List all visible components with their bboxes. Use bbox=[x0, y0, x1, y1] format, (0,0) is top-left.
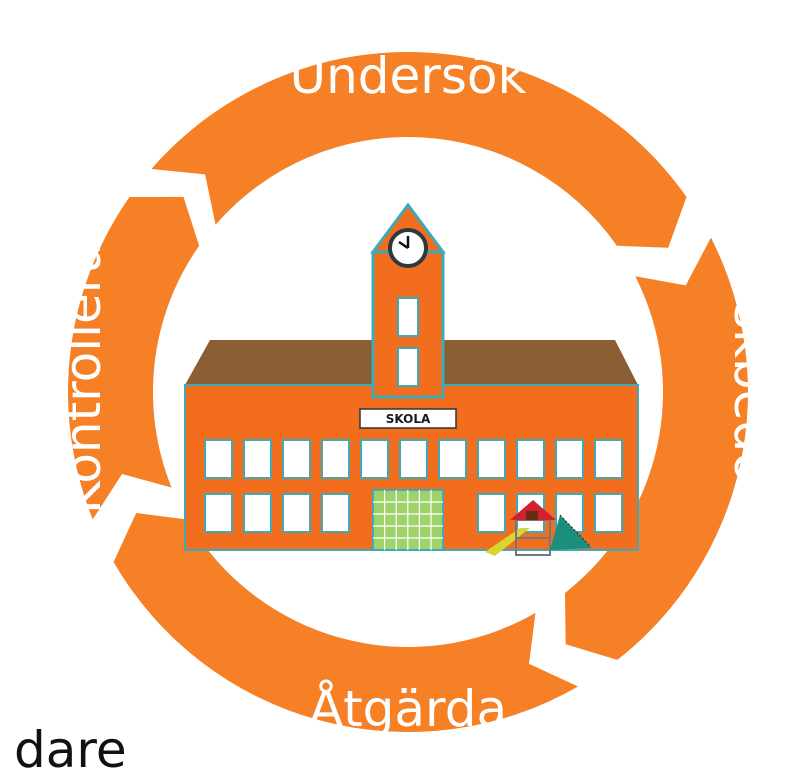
building-window bbox=[282, 439, 311, 479]
segment-kontrollera bbox=[68, 196, 200, 520]
overflow-text-fragment: dare bbox=[14, 721, 127, 779]
building-window bbox=[594, 493, 623, 533]
tower-window bbox=[397, 347, 419, 387]
building-window bbox=[204, 439, 233, 479]
building-window bbox=[282, 493, 311, 533]
building-window bbox=[477, 493, 506, 533]
window-row bbox=[204, 493, 623, 533]
building-window bbox=[243, 493, 272, 533]
school-building-illustration: SKOLA bbox=[184, 202, 639, 556]
segment-riskbedom bbox=[564, 237, 748, 660]
building-window bbox=[594, 439, 623, 479]
building-window bbox=[243, 439, 272, 479]
segment-undersok bbox=[151, 52, 687, 248]
building-window bbox=[555, 439, 584, 479]
building-window bbox=[438, 439, 467, 479]
building-window bbox=[321, 493, 350, 533]
playground-slide-icon bbox=[485, 500, 592, 556]
step-label-atgarda: Åtgärda bbox=[309, 680, 507, 738]
building-window bbox=[360, 439, 389, 479]
building-window bbox=[516, 439, 545, 479]
school-sign-text: SKOLA bbox=[386, 412, 431, 426]
clock-icon bbox=[388, 228, 428, 268]
window-row bbox=[204, 439, 623, 479]
segment-atgarda bbox=[113, 513, 578, 732]
step-label-undersok: Undersök bbox=[290, 47, 527, 105]
school-door bbox=[372, 489, 444, 551]
cycle-ring bbox=[68, 52, 748, 732]
building-window bbox=[477, 439, 506, 479]
building-window bbox=[321, 439, 350, 479]
building-window bbox=[399, 439, 428, 479]
tower-window bbox=[397, 297, 419, 337]
step-label-kontrollera: Kontrollera bbox=[54, 242, 112, 514]
step-label-riskbedom: Riskbedöm bbox=[723, 254, 781, 531]
school-sign bbox=[359, 408, 457, 429]
building-window bbox=[204, 493, 233, 533]
